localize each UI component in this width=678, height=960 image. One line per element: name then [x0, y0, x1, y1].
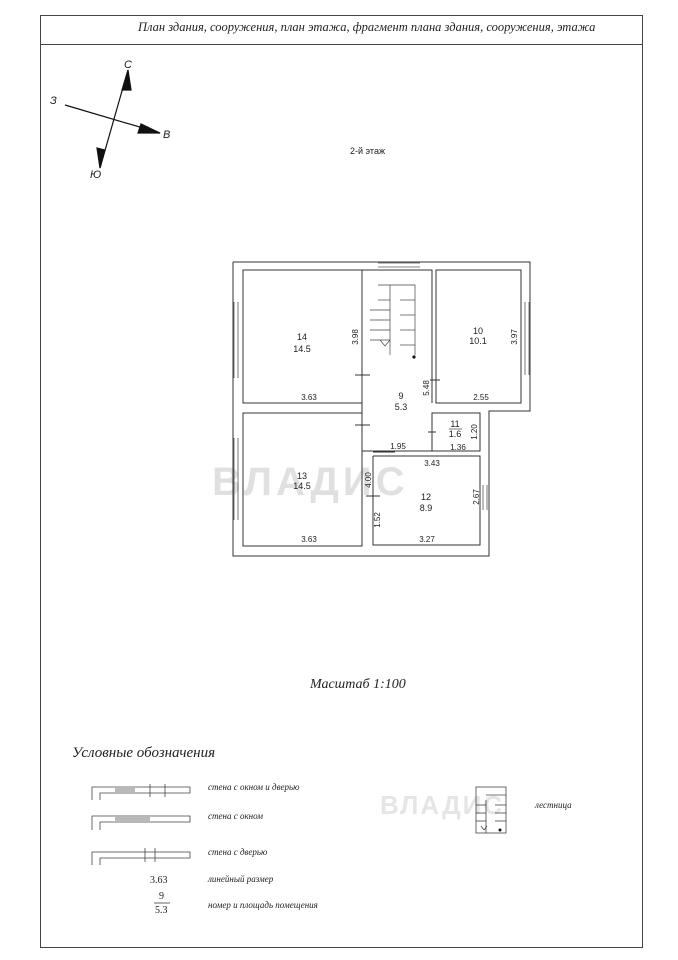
- legend-window-label: стена с окном: [208, 811, 264, 821]
- floor-label: 2-й этаж: [350, 146, 385, 156]
- room-12-area: 8.9: [420, 503, 433, 513]
- dim-r10-height: 3.97: [510, 329, 519, 345]
- legend-wall-door-icon: [91, 851, 191, 865]
- drawing-sheet-frame: [40, 15, 643, 948]
- dim-r12-bottom: 3.27: [419, 535, 435, 544]
- compass-west-label: З: [50, 95, 57, 107]
- stair-hall-outline: [362, 269, 433, 403]
- compass-south-arrow-icon: [96, 147, 106, 169]
- room-11-area: 1.6: [449, 429, 462, 439]
- building-outline: [232, 261, 531, 557]
- legend-wall-window-door-icon: [91, 786, 191, 800]
- door-marks: [355, 374, 440, 497]
- legend-room-number-example: 9: [159, 891, 164, 902]
- room-13-area: 14.5: [293, 481, 311, 491]
- room-14-outline: [242, 269, 363, 404]
- legend-stair-dot: [498, 828, 502, 832]
- title-strip: [40, 15, 643, 45]
- legend-window-door-label: стена с окном и дверью: [208, 782, 300, 792]
- compass-north-label: С: [124, 59, 132, 71]
- room-13-number: 13: [297, 471, 307, 481]
- dim-r14-width: 3.63: [301, 393, 317, 402]
- sheet-title: План здания, сооружения, план этажа, фра…: [138, 20, 596, 34]
- legend-room-area-example: 5.3: [155, 905, 168, 916]
- legend-linear-size-label: линейный размер: [208, 874, 274, 884]
- dim-r10-width: 2.55: [473, 393, 489, 402]
- room-14-area: 14.5: [293, 344, 311, 354]
- room-12-outline: [372, 455, 481, 546]
- legend-linear-size-example: 3.63: [150, 875, 168, 886]
- dim-r11-width: 1.36: [450, 443, 466, 452]
- room-9-outline: [361, 403, 432, 452]
- dim-r9-a: 5.48: [422, 380, 431, 396]
- legend-stair-icon: [475, 786, 507, 834]
- dim-r12-right: 2.67: [472, 489, 481, 505]
- room-14-number: 14: [297, 332, 307, 342]
- compass-south-label: Ю: [90, 169, 101, 181]
- windows: [233, 262, 530, 520]
- compass: [64, 69, 161, 169]
- legend-wall-window-icon: [91, 815, 191, 830]
- legend-door-label: стена с дверью: [208, 847, 268, 857]
- compass-east-label: В: [163, 129, 170, 141]
- staircase-icon: [370, 284, 416, 355]
- compass-east-arrow-icon: [137, 123, 161, 134]
- legend-symbols: [91, 784, 507, 865]
- room-10-area: 10.1: [469, 336, 487, 346]
- scale-label: Масштаб 1:100: [310, 677, 406, 692]
- watermark: ВЛАДИС: [212, 460, 409, 504]
- room-10-outline: [435, 269, 522, 404]
- dim-r12-top: 3.43: [424, 459, 440, 468]
- legend-title: Условные обозначения: [72, 745, 216, 761]
- dim-r11-height: 1.20: [470, 424, 479, 440]
- legend-room-label: номер и площадь помещения: [208, 900, 318, 910]
- dim-r9-b: 1.95: [390, 442, 406, 451]
- stair-marker-dot: [412, 355, 416, 359]
- room-13-outline: [242, 412, 363, 547]
- legend-stair-label: лестница: [535, 800, 572, 810]
- room-12-number: 12: [421, 492, 431, 502]
- room-10-number: 10: [473, 326, 483, 336]
- compass-north-arrow-icon: [121, 69, 132, 91]
- room-9-area: 5.3: [395, 402, 408, 412]
- dim-r13-height: 4.00: [364, 472, 373, 488]
- room-9-number: 9: [398, 391, 403, 401]
- dim-r13-width: 3.63: [301, 535, 317, 544]
- dim-r14-height: 3.98: [351, 329, 360, 345]
- dim-r12-left: 1.52: [373, 512, 382, 528]
- room-11-number: 11: [450, 419, 459, 429]
